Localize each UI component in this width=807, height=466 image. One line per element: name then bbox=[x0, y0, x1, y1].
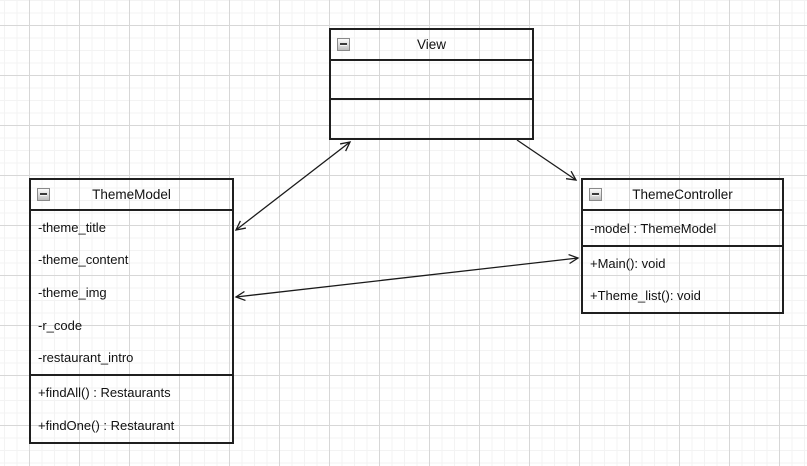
method-row: +Theme_list(): void bbox=[590, 288, 701, 304]
class-thememodel-methods-section: +findAll() : Restaurants +findOne() : Re… bbox=[31, 373, 232, 442]
class-thememodel-title: ThemeModel bbox=[92, 187, 171, 202]
method-row: +findOne() : Restaurant bbox=[38, 417, 175, 433]
class-view[interactable]: View bbox=[329, 28, 534, 140]
edge-view-themecontroller[interactable] bbox=[516, 139, 578, 181]
class-view-methods-section bbox=[331, 98, 532, 138]
class-themecontroller-title: ThemeController bbox=[632, 187, 733, 202]
class-view-header: View bbox=[331, 30, 532, 59]
collapse-minus-icon[interactable] bbox=[37, 187, 50, 201]
class-thememodel-attributes-section: -theme_title -theme_content -theme_img -… bbox=[31, 209, 232, 374]
minus-bar bbox=[592, 193, 599, 195]
edge-view-thememodel[interactable] bbox=[234, 141, 352, 231]
minus-bar bbox=[340, 43, 347, 45]
class-themecontroller-attributes-section: -model : ThemeModel bbox=[583, 209, 782, 245]
class-themecontroller-header: ThemeController bbox=[583, 180, 782, 209]
collapse-minus-icon[interactable] bbox=[337, 37, 350, 51]
attribute-row: -theme_content bbox=[38, 252, 129, 268]
method-row: +findAll() : Restaurants bbox=[38, 384, 171, 400]
attribute-row: -theme_title bbox=[38, 219, 106, 235]
class-thememodel[interactable]: ThemeModel -theme_title -theme_content -… bbox=[29, 178, 234, 444]
minus-bar bbox=[40, 193, 47, 195]
method-row: +Main(): void bbox=[590, 255, 666, 271]
collapse-minus-icon[interactable] bbox=[589, 187, 602, 201]
class-view-title: View bbox=[416, 37, 447, 52]
attribute-row: -restaurant_intro bbox=[38, 350, 134, 366]
class-themecontroller-methods-section: +Main(): void +Theme_list(): void bbox=[583, 245, 782, 312]
attribute-row: -theme_img bbox=[38, 284, 107, 300]
attribute-row: -model : ThemeModel bbox=[590, 220, 717, 236]
class-themecontroller[interactable]: ThemeController -model : ThemeModel +Mai… bbox=[581, 178, 784, 314]
class-view-attributes-section bbox=[331, 59, 532, 98]
class-thememodel-header: ThemeModel bbox=[31, 180, 232, 209]
attribute-row: -r_code bbox=[38, 317, 83, 333]
edge-themecontroller-thememodel[interactable] bbox=[234, 253, 580, 302]
